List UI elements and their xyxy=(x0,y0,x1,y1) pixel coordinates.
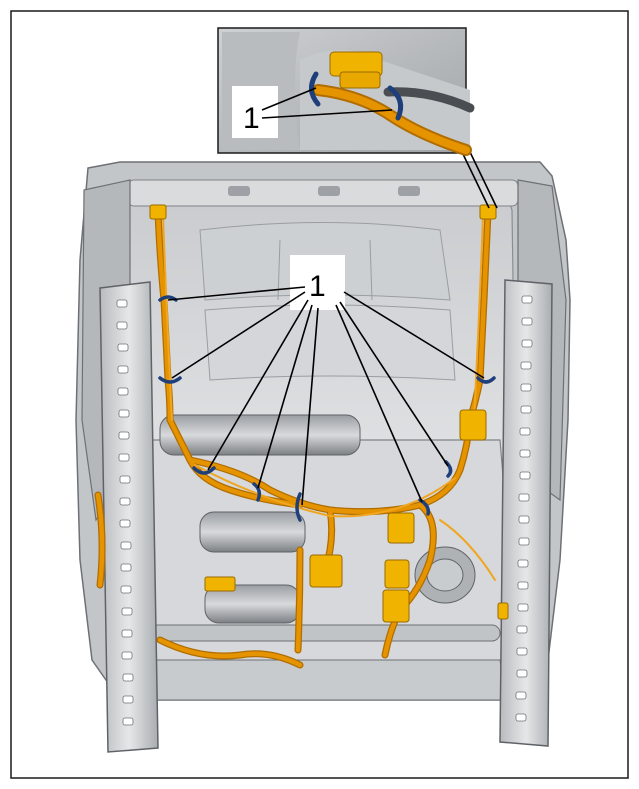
leader-lines xyxy=(167,286,485,506)
inset-callout-box xyxy=(232,86,278,138)
callout-number: 1 xyxy=(309,270,326,303)
connector xyxy=(149,204,509,623)
inset-pointer-line xyxy=(469,151,498,209)
detail-inset: 1 xyxy=(217,27,498,209)
harness-clip xyxy=(158,295,496,522)
inset-callout-number: 1 xyxy=(243,102,260,135)
seat-motor xyxy=(159,414,476,624)
callout-box xyxy=(290,255,345,310)
inset-pointer-line xyxy=(461,151,490,209)
seat-rail-right xyxy=(499,279,553,747)
seat-rail-left xyxy=(99,281,159,753)
